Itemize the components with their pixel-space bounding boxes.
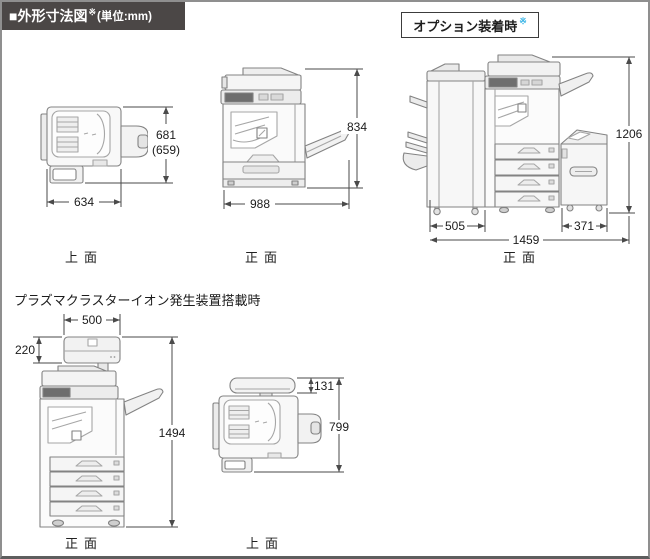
dim-unit-depth-label: 131: [314, 379, 334, 393]
dimension-lines: 131 799: [254, 377, 353, 473]
dim-width-label: 988: [250, 197, 270, 211]
dimension-lines: 681 (659) 634: [46, 106, 185, 209]
large-capacity-cabinet: [560, 129, 608, 212]
side-output-tray: [304, 129, 350, 159]
dim-depth-paren-label: (659): [152, 143, 180, 157]
dim-height-label: 1206: [616, 127, 643, 141]
drawing-standard-top: 681 (659) 634: [40, 106, 185, 209]
option-mode-label: オプション装着時: [413, 18, 518, 34]
dim-depth-label: 681: [156, 128, 176, 142]
brand-logo-mark: [517, 103, 527, 113]
title-note-mark: ※: [88, 7, 97, 17]
control-panel-screen: [224, 92, 254, 103]
dim-cabinet-width-label: 371: [574, 219, 594, 233]
finisher-unit: [402, 63, 486, 216]
main-unit: [484, 54, 594, 214]
document-feeder-slats: [56, 116, 79, 153]
plasmacluster-unit-top: [229, 377, 296, 397]
paper-drawers: [49, 456, 125, 517]
drawing-standard-front: 834 988: [220, 67, 373, 211]
drawing-option-front: 1206 505 371 1459: [402, 54, 647, 247]
copier-front-view: [220, 67, 350, 188]
control-panel-screen: [488, 77, 518, 88]
copier-top-view: [40, 106, 149, 184]
dimension-lines: 500 220 1494: [15, 312, 189, 528]
copier-front-view: [39, 365, 164, 528]
caption-plasma-top: 上面: [245, 536, 284, 551]
side-output-tray: [558, 72, 594, 97]
dim-width-label: 634: [74, 195, 94, 209]
header-bar: ■外形寸法図※(単位:mm): [2, 2, 185, 30]
dim-depth-label: 799: [329, 420, 349, 434]
option-mode-box: オプション装着時※: [401, 12, 539, 38]
option-note-mark: ※: [519, 16, 527, 26]
drawing-plasma-top: 131 799: [212, 377, 353, 473]
output-tray: [297, 413, 322, 444]
dim-unit-height-label: 220: [15, 343, 35, 357]
caption-standard-top: 上面: [64, 250, 103, 265]
dim-unit-width-label: 500: [82, 313, 102, 327]
dimension-lines: 834 988: [223, 68, 373, 211]
caption-plasma-front: 正面: [64, 536, 103, 551]
dim-finisher-width-label: 505: [445, 219, 465, 233]
plasmacluster-heading: プラズマクラスターイオン発生装置搭載時: [14, 293, 261, 308]
side-output-tray: [123, 388, 164, 416]
brand-logo-mark: [71, 430, 82, 441]
document-feeder-slats: [228, 405, 250, 439]
title-unit: (単位:mm): [97, 11, 152, 23]
dim-height-label: 1494: [159, 426, 186, 440]
paper-drawers: [494, 143, 560, 208]
dim-height-label: 834: [347, 120, 367, 134]
caption-standard-front: 正面: [244, 250, 283, 265]
caption-option-front: 正面: [502, 250, 541, 265]
drawing-plasma-front: 500 220 1494: [15, 312, 189, 528]
dim-total-width-label: 1459: [513, 233, 540, 247]
control-panel-screen: [42, 387, 71, 398]
page-title: ■外形寸法図: [9, 8, 88, 24]
plasmacluster-unit: [63, 336, 121, 372]
copier-top-view: [212, 395, 322, 473]
dimension-lines: 1206 505 371 1459: [429, 56, 647, 247]
